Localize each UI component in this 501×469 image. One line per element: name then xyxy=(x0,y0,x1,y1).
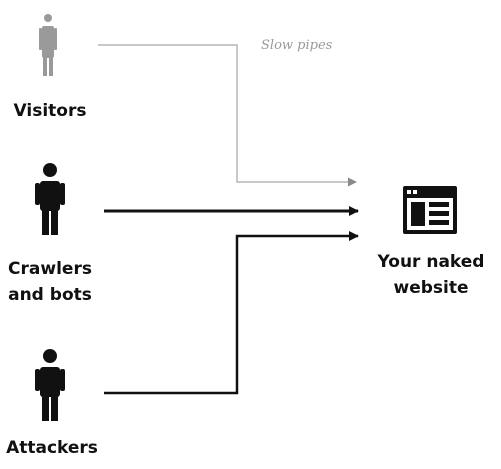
crawlers-label: Crawlers and bots xyxy=(0,256,100,308)
crawlers-label-line-2: and bots xyxy=(8,285,92,305)
visitor-person-icon xyxy=(39,14,57,76)
slow-pipe-connector xyxy=(98,44,357,187)
crawlers-label-line-1: Crawlers xyxy=(8,259,92,279)
visitors-label: Visitors xyxy=(13,101,87,121)
website-label-line-2: website xyxy=(393,278,469,298)
slow-pipes-label: Slow pipes xyxy=(261,38,333,53)
crawler-person-icon xyxy=(35,163,65,235)
browser-window-icon xyxy=(403,186,457,234)
attacker-pipe-connector xyxy=(104,231,359,395)
attacker-person-icon xyxy=(35,349,65,421)
website-label-line-1: Your naked xyxy=(377,252,485,272)
website-label: Your naked website xyxy=(373,249,489,301)
attackers-label: Attackers xyxy=(6,438,98,458)
